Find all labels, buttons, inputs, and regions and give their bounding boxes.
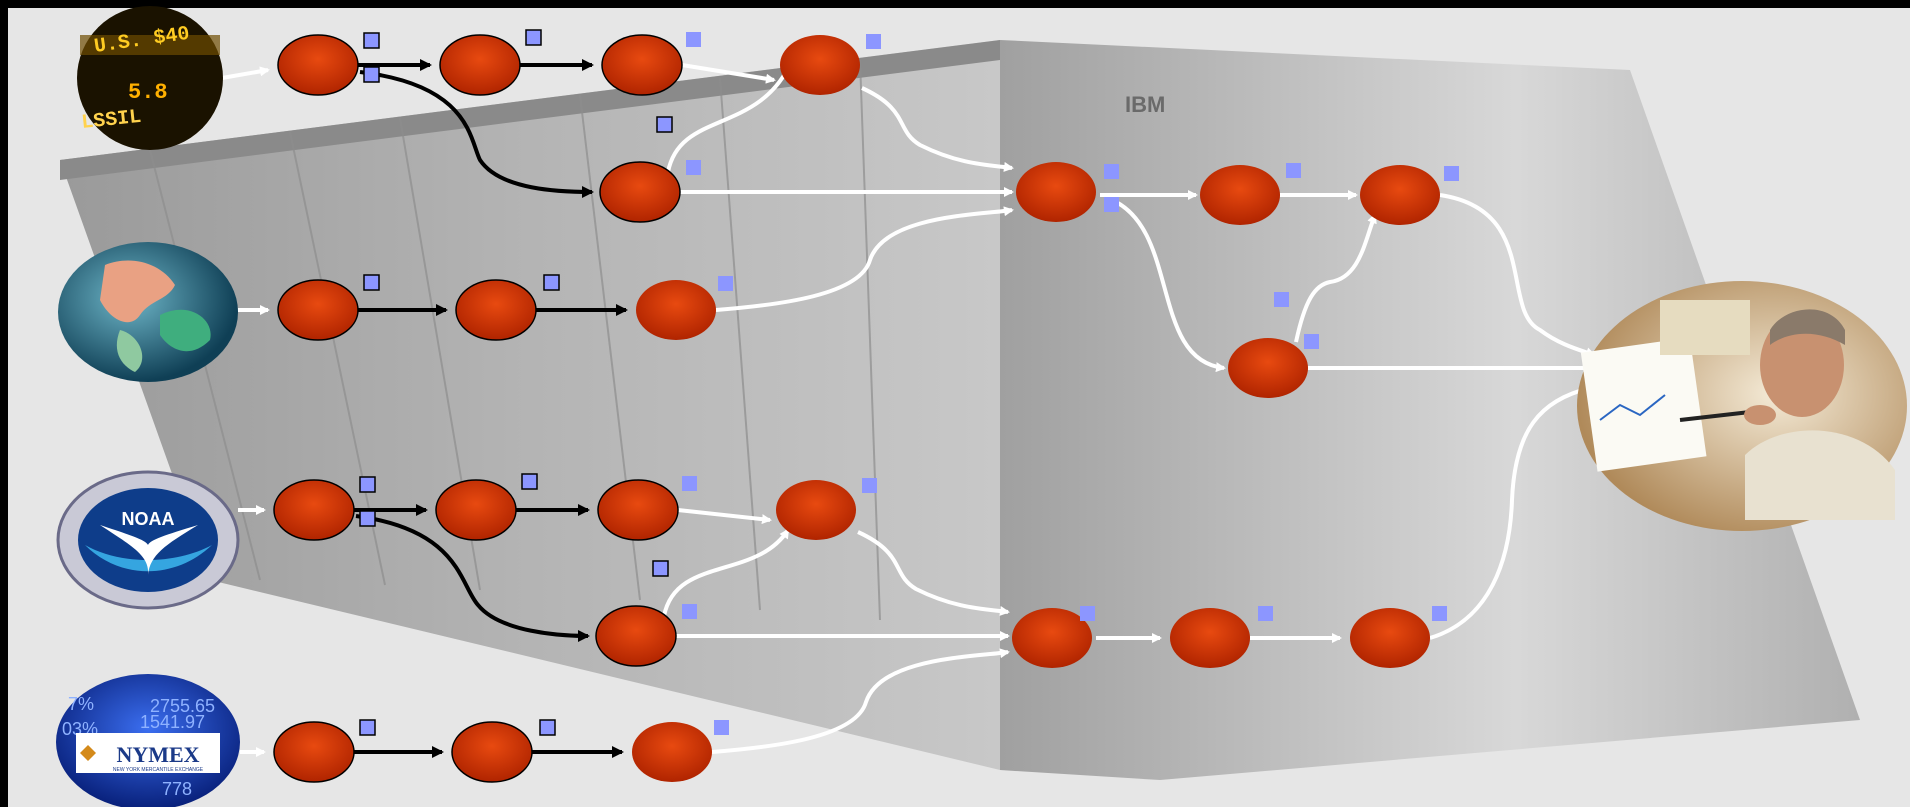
operator-node bbox=[599, 161, 681, 223]
edge bbox=[711, 648, 1010, 754]
edge bbox=[355, 514, 590, 642]
port-marker bbox=[1274, 292, 1289, 307]
operator-node bbox=[439, 34, 521, 96]
edge bbox=[861, 86, 1014, 172]
edge bbox=[221, 66, 270, 80]
port-marker bbox=[359, 719, 376, 736]
edge bbox=[1111, 198, 1226, 373]
nymex-ticker-3: 7% bbox=[68, 694, 94, 714]
nymex-ticker-1: 2755.65 bbox=[150, 696, 215, 716]
port-marker bbox=[686, 160, 701, 175]
edge bbox=[681, 63, 776, 84]
source-noaa: NOAA bbox=[56, 470, 240, 610]
node-layer bbox=[273, 34, 1440, 783]
port-marker bbox=[539, 719, 556, 736]
operator-node bbox=[1016, 162, 1096, 222]
port-marker bbox=[1286, 163, 1301, 178]
port-marker bbox=[363, 32, 380, 49]
nymex-sublabel: NEW YORK MERCANTILE EXCHANGE bbox=[113, 767, 204, 773]
port-marker bbox=[363, 66, 380, 83]
port-marker bbox=[1104, 197, 1119, 212]
operator-node bbox=[455, 279, 537, 341]
operator-node bbox=[632, 722, 712, 782]
source-nymex: 2755.65 1541.97 7% 03% 778 NYMEX NEW YOR… bbox=[56, 674, 240, 807]
port-marker bbox=[656, 116, 673, 133]
edge-layer bbox=[221, 58, 1596, 758]
operator-node bbox=[1012, 608, 1092, 668]
operator-node bbox=[1350, 608, 1430, 668]
operator-node bbox=[595, 605, 677, 667]
sink-analyst bbox=[1577, 281, 1907, 531]
port-marker bbox=[682, 476, 697, 491]
operator-node bbox=[451, 721, 533, 783]
ticker-text-2: 5.8 bbox=[128, 80, 168, 105]
source-stock-ticker: U.S. $40 5.8 LSSIL bbox=[77, 6, 223, 150]
edge bbox=[666, 58, 794, 173]
operator-node bbox=[277, 34, 359, 96]
operator-node bbox=[277, 279, 359, 341]
port-marker bbox=[363, 274, 380, 291]
edge bbox=[1429, 385, 1592, 640]
port-marker bbox=[866, 34, 881, 49]
server-cabinet: IBM bbox=[60, 40, 1860, 780]
port-marker bbox=[543, 274, 560, 291]
port-marker bbox=[1080, 606, 1095, 621]
nymex-ticker-5: 778 bbox=[162, 779, 192, 799]
operator-node bbox=[776, 480, 856, 540]
edge bbox=[715, 206, 1014, 312]
port-marker bbox=[1304, 334, 1319, 349]
operator-node bbox=[1170, 608, 1250, 668]
operator-node bbox=[597, 479, 679, 541]
operator-node bbox=[1360, 165, 1440, 225]
operator-node bbox=[273, 479, 355, 541]
nymex-label: NYMEX bbox=[116, 742, 199, 767]
cabinet-logo: IBM bbox=[1125, 92, 1165, 117]
edge bbox=[677, 508, 772, 525]
port-marker bbox=[1258, 606, 1273, 621]
port-marker bbox=[359, 476, 376, 493]
port-marker bbox=[718, 276, 733, 291]
port-marker bbox=[714, 720, 729, 735]
operator-node bbox=[636, 280, 716, 340]
nymex-ticker-2: 1541.97 bbox=[140, 712, 205, 732]
operator-node bbox=[1228, 338, 1308, 398]
edge bbox=[1439, 193, 1596, 358]
edge bbox=[662, 528, 790, 617]
port-marker bbox=[1432, 606, 1447, 621]
operator-node bbox=[273, 721, 355, 783]
port-layer bbox=[359, 29, 1459, 736]
edge bbox=[1294, 213, 1377, 343]
port-marker bbox=[652, 560, 669, 577]
noaa-label: NOAA bbox=[122, 509, 175, 529]
operator-node bbox=[1200, 165, 1280, 225]
port-marker bbox=[359, 510, 376, 527]
port-marker bbox=[1444, 166, 1459, 181]
port-marker bbox=[686, 32, 701, 47]
port-marker bbox=[1104, 164, 1119, 179]
source-globe bbox=[58, 242, 238, 382]
edge bbox=[857, 530, 1010, 616]
port-marker bbox=[682, 604, 697, 619]
port-marker bbox=[525, 29, 542, 46]
operator-node bbox=[780, 35, 860, 95]
port-marker bbox=[862, 478, 877, 493]
operator-node bbox=[435, 479, 517, 541]
port-marker bbox=[521, 473, 538, 490]
operator-node bbox=[601, 34, 683, 96]
edge bbox=[359, 70, 594, 198]
